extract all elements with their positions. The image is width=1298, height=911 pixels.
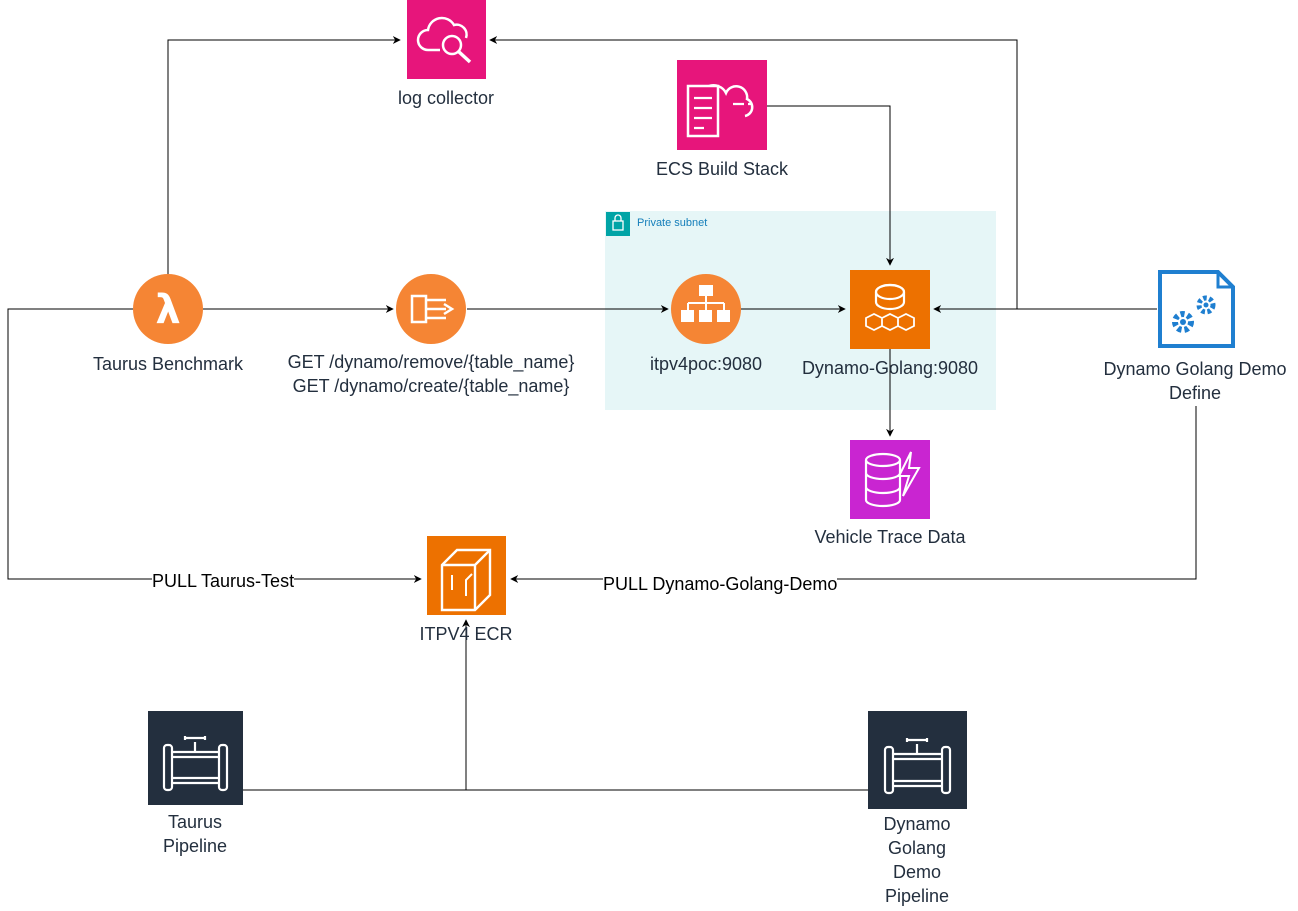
edge-lambda-to-logs — [167, 36, 401, 275]
ecr-label: ITPV4 ECR — [419, 624, 513, 644]
fargate-icon[interactable] — [850, 270, 930, 349]
edge-label-pull-taurus: PULL Taurus-Test — [152, 571, 295, 591]
ecr-icon[interactable] — [427, 536, 506, 615]
cloudformation-stack-icon[interactable] — [677, 60, 767, 150]
log-collector-label: log collector — [397, 88, 495, 108]
edge-fargate-to-logs — [489, 36, 1018, 309]
private-subnet-label: Private subnet — [637, 217, 708, 229]
api-routes-label: GET /dynamo/remove/{table_name} GET /dyn… — [287, 352, 575, 396]
dynamo-pipeline-label: Dynamo Golang Demo Pipeline — [883, 814, 951, 906]
lock-icon — [606, 212, 630, 236]
edge-ecs-to-fargate — [767, 105, 894, 266]
dynamo-golang-label: Dynamo-Golang:9080 — [801, 358, 979, 378]
ecs-build-stack-label: ECS Build Stack — [655, 159, 789, 179]
dynamodb-icon[interactable] — [850, 440, 930, 519]
load-balancer-icon[interactable] — [671, 274, 741, 344]
edge-label-pull-dynamo: PULL Dynamo-Golang-Demo — [603, 574, 838, 594]
taurus-pipeline-label: Taurus Pipeline — [162, 812, 228, 856]
taurus-benchmark-label: Taurus Benchmark — [92, 354, 244, 374]
svg-text:λ: λ — [155, 287, 180, 333]
vehicle-trace-label: Vehicle Trace Data — [814, 527, 966, 547]
private-subnet-group — [605, 211, 996, 410]
demo-define-label: Dynamo Golang Demo Define — [1103, 359, 1287, 403]
cloudwatch-logs-search-icon[interactable] — [407, 0, 486, 79]
edges — [7, 36, 1197, 791]
elb-endpoint-icon[interactable] — [396, 274, 466, 344]
config-doc-icon[interactable] — [1158, 270, 1235, 348]
lambda-icon[interactable]: λ — [133, 274, 203, 344]
codepipeline-icon[interactable] — [868, 711, 967, 809]
codepipeline-icon[interactable] — [148, 711, 243, 805]
itpv4poc-label: itpv4poc:9080 — [649, 354, 763, 374]
